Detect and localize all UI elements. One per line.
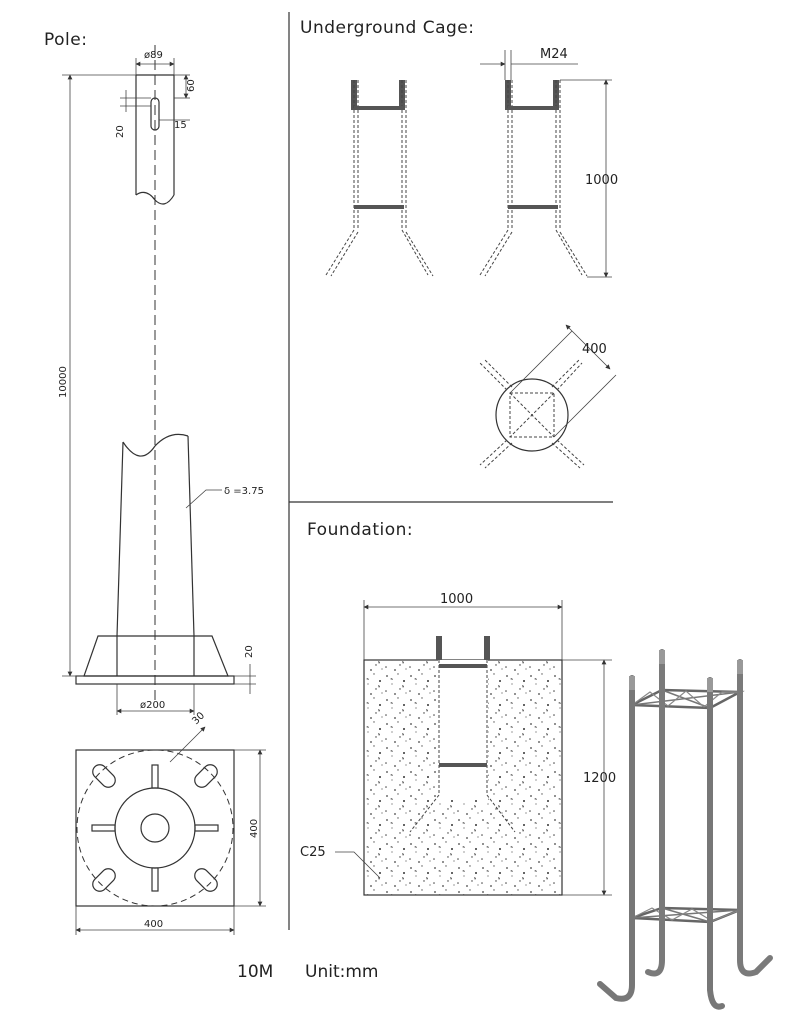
pole-size-label: 10M [237,962,273,982]
cage-dimensions: M24 1000 [480,47,618,278]
dim-slot-width: 15 [174,120,187,131]
foundation-title: Foundation: [307,520,413,540]
base-plate-dimensions: 30 400 400 [75,710,266,935]
dim-cage-spacing: 400 [582,342,607,357]
cage-plan-view [479,359,585,469]
cage-3d-illustration [597,649,773,1010]
dim-plate-height: 400 [249,819,260,838]
dim-base-thickness: 20 [244,645,255,658]
dim-slot-offset: 20 [115,125,126,138]
dim-wall-thickness: δ =3.75 [224,486,264,497]
cage-title: Underground Cage: [300,18,474,38]
dim-foundation-width: 1000 [440,592,473,607]
base-plate-plan [75,749,235,907]
unit-label: Unit:mm [305,962,378,982]
concrete-grade-label: C25 [300,845,326,860]
dim-pole-height: 10000 [58,366,69,398]
foundation-dimensions: 1000 1200 C25 [300,592,616,896]
pole-title: Pole: [44,30,87,50]
cage-front-view-right [479,80,588,277]
dim-cage-height: 1000 [585,173,618,188]
cage-plan-dimensions: 400 [509,324,617,438]
dim-top-diameter: ø89 [144,50,163,61]
dim-slot-length: 60 [186,79,197,92]
dim-flange-radius: 30 [190,710,207,727]
cage-front-view-left [325,80,434,277]
pole-dimensions: ø89 60 20 15 10000 δ =3.75 20 ø200 [58,50,264,714]
foundation-section [363,636,563,896]
dim-base-diameter: ø200 [140,700,165,711]
dim-foundation-depth: 1200 [583,771,616,786]
dim-bolt-size: M24 [540,47,568,62]
pole-elevation [75,45,235,715]
dim-plate-width: 400 [144,919,163,930]
